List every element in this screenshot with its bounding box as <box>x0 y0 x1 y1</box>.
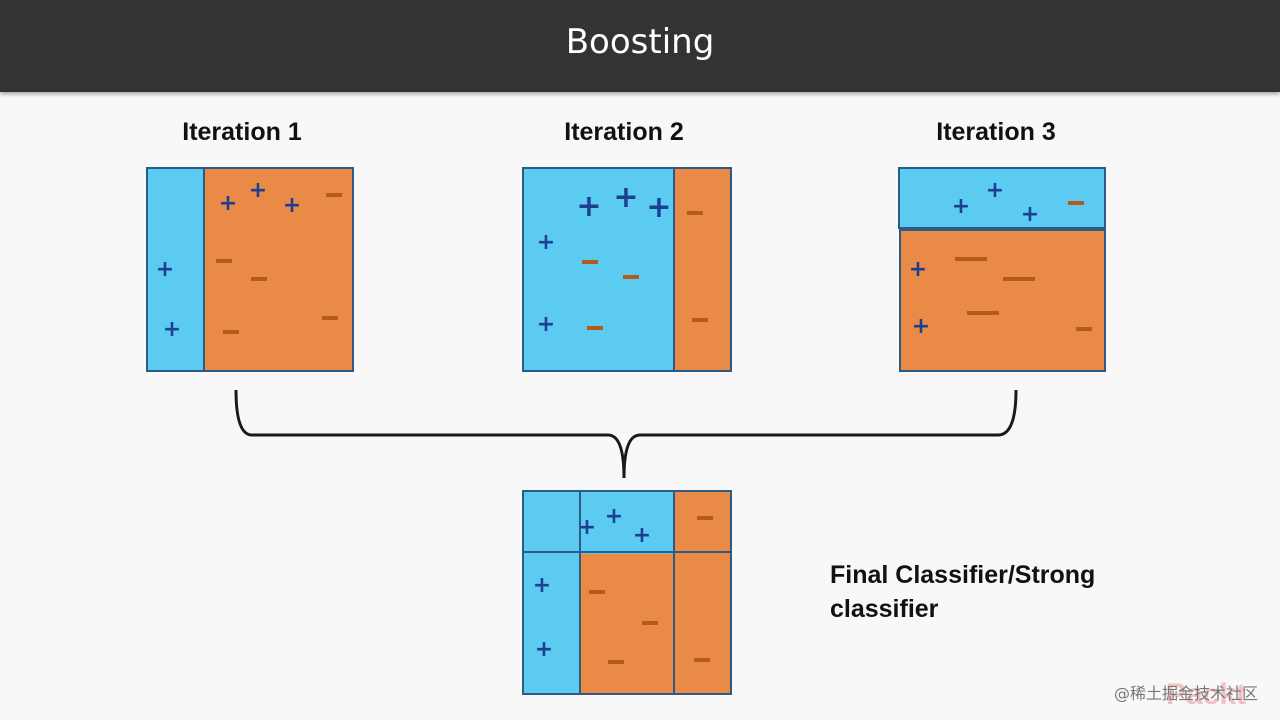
plus-icon: + <box>1020 202 1040 227</box>
minus-icon <box>322 316 338 320</box>
plus-icon: + <box>985 178 1005 203</box>
plus-icon: + <box>646 190 672 225</box>
minus-icon <box>587 326 603 330</box>
minus-icon <box>955 257 987 261</box>
caption-line-2: classifier <box>830 595 939 623</box>
title-bar: Boosting <box>0 0 1280 92</box>
positive-region <box>900 169 1104 227</box>
plus-icon: + <box>951 194 971 219</box>
minus-icon <box>582 260 598 264</box>
minus-icon <box>1003 277 1035 281</box>
negative-region <box>675 169 730 370</box>
plus-icon: + <box>248 178 268 203</box>
plus-icon: + <box>282 193 302 218</box>
minus-icon <box>642 621 658 625</box>
minus-icon <box>694 658 710 662</box>
negative-region <box>675 492 730 693</box>
packt-logo: Packt <box>1165 678 1246 711</box>
minus-icon <box>1068 201 1084 205</box>
plus-icon: + <box>155 257 175 282</box>
page-title: Boosting <box>565 22 715 62</box>
plus-icon: + <box>604 504 624 529</box>
plus-icon: + <box>218 191 238 216</box>
minus-icon <box>608 660 624 664</box>
minus-icon <box>589 590 605 594</box>
negative-region <box>901 231 1104 370</box>
minus-icon <box>697 516 713 520</box>
plus-icon: + <box>908 257 928 282</box>
divider <box>579 492 581 693</box>
iteration-3-top-panel <box>898 167 1106 229</box>
caption-line-1: Final Classifier/Strong <box>830 561 1096 589</box>
final-classifier-caption: Final Classifier/Strong classifier <box>830 558 1190 626</box>
plus-icon: + <box>911 314 931 339</box>
final-classifier-panel <box>522 490 732 695</box>
iteration-3-bottom-panel <box>899 229 1106 372</box>
plus-icon: + <box>532 573 552 598</box>
iteration-1-label: Iteration 1 <box>182 118 302 146</box>
minus-icon <box>623 275 639 279</box>
plus-icon: + <box>536 230 556 255</box>
divider <box>673 492 675 693</box>
minus-icon <box>692 318 708 322</box>
minus-icon <box>687 211 703 215</box>
positive-region <box>524 169 675 370</box>
minus-icon <box>223 330 239 334</box>
negative-region <box>205 169 352 370</box>
positive-region <box>524 554 581 693</box>
iteration-2-panel <box>522 167 732 372</box>
plus-icon: + <box>632 523 652 548</box>
positive-region <box>148 169 205 370</box>
minus-icon <box>1076 327 1092 331</box>
plus-icon: + <box>576 189 602 224</box>
iteration-1-panel <box>146 167 354 372</box>
plus-icon: + <box>536 312 556 337</box>
divider <box>524 551 730 553</box>
iteration-3-label: Iteration 3 <box>936 118 1056 146</box>
plus-icon: + <box>613 180 639 215</box>
watermark-text: @稀土掘金技术社区 <box>1113 684 1258 703</box>
plus-icon: + <box>534 637 554 662</box>
negative-region <box>581 554 675 693</box>
iteration-2-label: Iteration 2 <box>564 118 684 146</box>
minus-icon <box>216 259 232 263</box>
minus-icon <box>326 193 342 197</box>
minus-icon <box>967 311 999 315</box>
plus-icon: + <box>577 515 597 540</box>
plus-icon: + <box>162 317 182 342</box>
minus-icon <box>251 277 267 281</box>
